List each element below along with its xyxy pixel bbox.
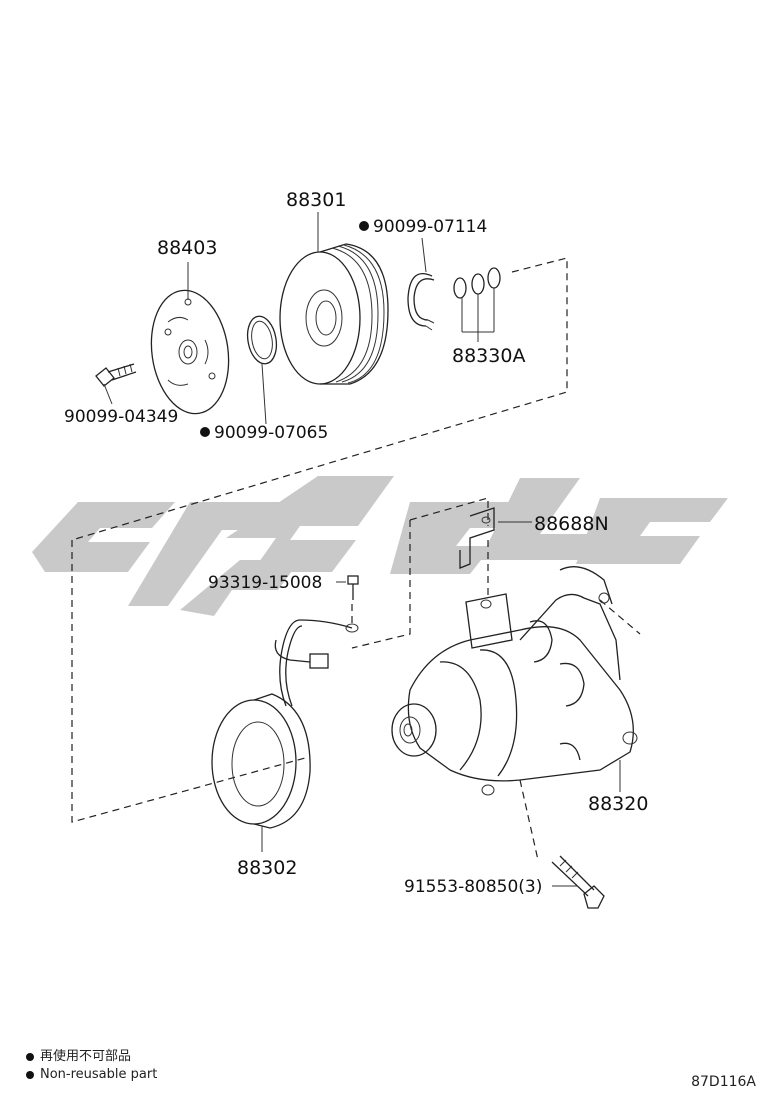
- snap-ring: [407, 237, 435, 331]
- label-88320: 88320: [588, 793, 648, 815]
- hub-bolt: [95, 363, 137, 405]
- non-reusable-marker: [200, 427, 210, 437]
- legend-row-jp: 再使用不可部品: [26, 1048, 157, 1066]
- field-coil: [211, 693, 311, 852]
- label-88301: 88301: [286, 189, 346, 211]
- legend-text-en: Non-reusable part: [40, 1067, 158, 1082]
- non-reusable-marker: [359, 221, 369, 231]
- label-88302: 88302: [237, 857, 297, 879]
- clutch-hub-plate: [150, 262, 230, 415]
- bracket: [459, 507, 532, 569]
- label-88330A: 88330A: [452, 345, 525, 367]
- compressor-bolt: [551, 855, 605, 909]
- bullet-icon: [26, 1052, 34, 1061]
- legend-text-jp: 再使用不可部品: [40, 1049, 132, 1064]
- figure-code: 87D116A: [691, 1074, 756, 1090]
- legend-row-en: Non-reusable part: [26, 1066, 157, 1084]
- watermark-logo: [32, 476, 728, 616]
- label-93319-15008: 93319-15008: [208, 573, 322, 593]
- label-91553-80850: 91553-80850(3): [404, 877, 542, 897]
- label-88688N: 88688N: [534, 513, 609, 535]
- lower-assembly-frame: [351, 497, 641, 861]
- compressor: [391, 566, 638, 796]
- label-90099-07114: 90099-07114: [373, 217, 487, 237]
- bullet-icon: [26, 1070, 34, 1079]
- label-88403: 88403: [157, 237, 217, 259]
- label-90099-07065: 90099-07065: [214, 423, 328, 443]
- legend: 再使用不可部品 Non-reusable part: [26, 1048, 157, 1084]
- pulley: [279, 212, 389, 385]
- screw: [336, 575, 359, 624]
- shim-ring: [246, 315, 278, 425]
- label-90099-04349: 90099-04349: [64, 407, 178, 427]
- wire-harness: [274, 619, 359, 707]
- shim-set: [453, 267, 501, 342]
- upper-assembly-frame: [71, 257, 568, 823]
